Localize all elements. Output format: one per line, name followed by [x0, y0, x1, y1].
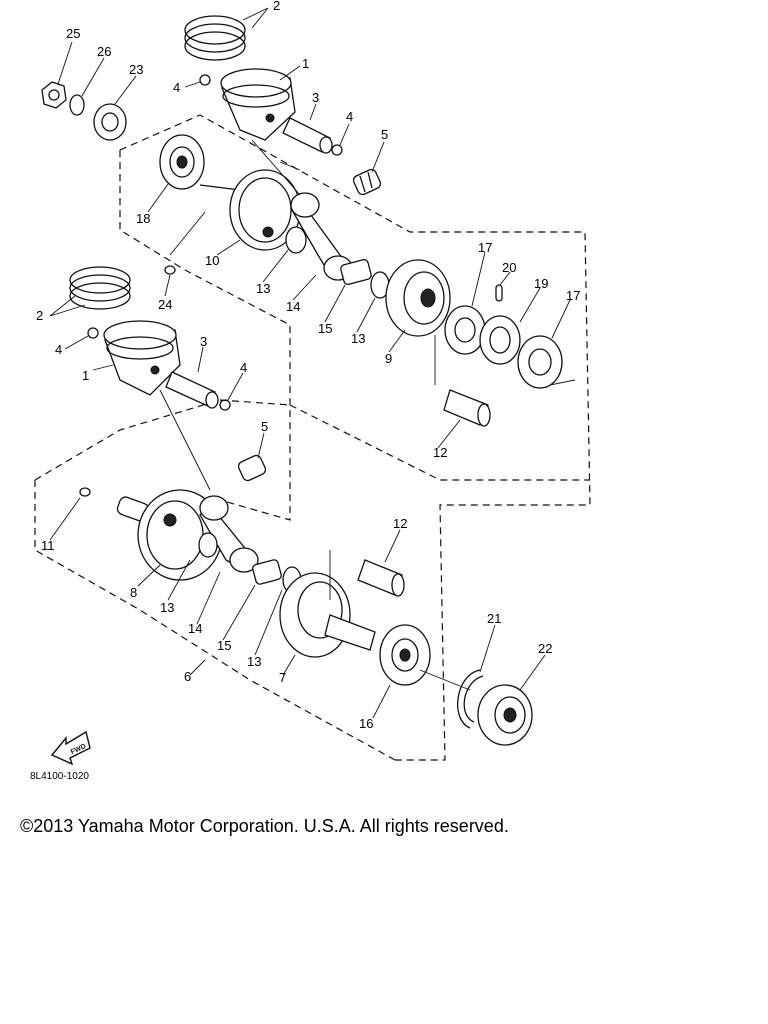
callout-13: 13 — [351, 331, 365, 346]
callout-12: 12 — [393, 516, 407, 531]
needle-bearing-upper — [352, 168, 382, 196]
callout-2: 2 — [273, 0, 280, 13]
piston-pin-upper — [282, 117, 333, 154]
bearing-middle-right — [517, 335, 563, 389]
circlip — [457, 669, 484, 729]
callout-2: 2 — [36, 308, 43, 323]
callout-14: 14 — [188, 621, 202, 636]
piston-upper — [220, 68, 296, 141]
upper-assembly-outline — [119, 114, 591, 761]
crank-pin-upper — [443, 389, 491, 427]
callout-5: 5 — [261, 419, 268, 434]
lower-assembly-outline — [34, 399, 396, 761]
callout-23: 23 — [129, 62, 143, 77]
clip-lower-a — [87, 327, 99, 339]
callout-13: 13 — [247, 654, 261, 669]
copyright-notice: ©2013 Yamaha Motor Corporation. U.S.A. A… — [20, 816, 509, 836]
callout-6: 6 — [184, 669, 191, 684]
callout-20: 20 — [502, 260, 516, 275]
washer — [69, 94, 85, 116]
callout-8: 8 — [130, 585, 137, 600]
crank-wheel-lower-right — [279, 572, 376, 658]
piston-lower — [103, 320, 181, 396]
callout-4: 4 — [346, 109, 353, 124]
clip-lower-b — [219, 399, 231, 411]
callout-4: 4 — [55, 342, 62, 357]
woodruff-key-upper — [164, 265, 176, 275]
callout-18: 18 — [136, 211, 150, 226]
callout-3: 3 — [312, 90, 319, 105]
callout-9: 9 — [385, 351, 392, 366]
callout-19: 19 — [534, 276, 548, 291]
nut — [41, 81, 67, 109]
callout-11: 11 — [41, 538, 55, 553]
callout-4: 4 — [173, 80, 180, 95]
callout-10: 10 — [205, 253, 219, 268]
callout-labels: 2 25 26 23 1 4 3 4 5 18 10 13 14 15 13 9… — [36, 0, 580, 731]
exploded-parts-diagram: 2 25 26 23 1 4 3 4 5 18 10 13 14 15 13 9… — [34, 0, 591, 766]
callout-1: 1 — [82, 368, 89, 383]
big-end-bearing-lower — [252, 559, 282, 585]
callout-24: 24 — [158, 297, 172, 312]
callout-12: 12 — [433, 445, 447, 460]
callout-26: 26 — [97, 44, 111, 59]
callout-22: 22 — [538, 641, 552, 656]
callout-16: 16 — [359, 716, 373, 731]
axis-lines — [159, 139, 576, 691]
callout-25: 25 — [66, 26, 80, 41]
oil-seal-lower — [477, 684, 533, 746]
callout-14: 14 — [286, 299, 300, 314]
bearing-lower-right — [379, 624, 431, 686]
crank-wheel-upper-right — [385, 259, 451, 337]
callout-1: 1 — [302, 56, 309, 71]
callout-17: 17 — [566, 288, 580, 303]
callout-21: 21 — [487, 611, 501, 626]
labyrinth-seal — [479, 315, 521, 365]
callout-5: 5 — [381, 127, 388, 142]
callout-15: 15 — [217, 638, 231, 653]
bearing-upper-left — [159, 134, 205, 190]
big-end-bearing-upper — [340, 258, 372, 286]
forward-arrow-icon: FWD — [50, 730, 91, 766]
clip-upper-b — [331, 144, 343, 156]
callout-7: 7 — [279, 670, 286, 685]
dowel-pin — [495, 284, 503, 302]
connecting-rod-lower — [199, 495, 259, 573]
crank-wheel-upper-left — [199, 169, 301, 251]
thrust-washer-lower-a — [198, 532, 218, 558]
piston-pin-lower — [165, 371, 219, 409]
woodruff-key-lower — [79, 487, 91, 497]
oil-seal — [93, 103, 127, 141]
needle-bearing-lower — [237, 454, 267, 482]
callout-4: 4 — [240, 360, 247, 375]
bearing-middle-left — [444, 305, 486, 355]
piston-rings-upper — [184, 15, 246, 61]
drawing-code: 8L4100-1020 — [30, 771, 89, 782]
callout-15: 15 — [318, 321, 332, 336]
callout-13: 13 — [256, 281, 270, 296]
callout-13: 13 — [160, 600, 174, 615]
piston-rings-lower — [69, 266, 131, 310]
thrust-washer-upper — [285, 226, 307, 254]
callout-3: 3 — [200, 334, 207, 349]
callout-leaders — [49, 7, 571, 719]
callout-17: 17 — [478, 240, 492, 255]
crank-pin-lower — [357, 559, 405, 597]
clip-upper-a — [199, 74, 211, 86]
